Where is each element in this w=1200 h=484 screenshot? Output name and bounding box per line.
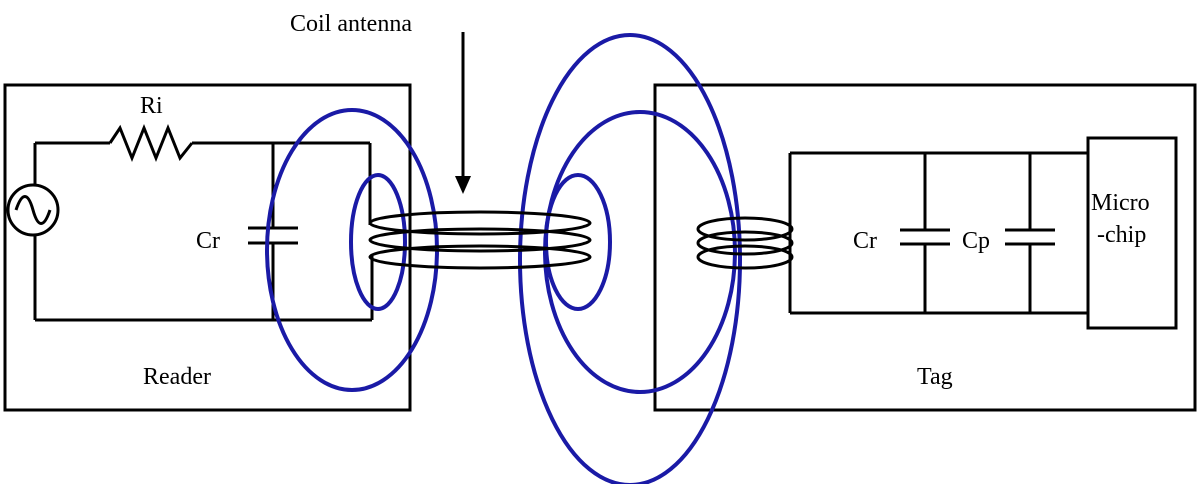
tag-box <box>653 83 1197 412</box>
tag-cp-label: Cp <box>962 228 990 254</box>
coil-antenna-arrow-icon <box>455 32 471 194</box>
resistor-label: Ri <box>140 93 163 119</box>
tag-coil-antenna <box>696 216 794 270</box>
coil-antenna-label: Coil antenna <box>290 11 412 37</box>
microchip-label-line1: Micro <box>1091 190 1150 216</box>
microchip-label-line2: -chip <box>1097 222 1146 248</box>
reader-capacitor-label: Cr <box>196 228 220 254</box>
reader-label: Reader <box>143 364 211 390</box>
reader-circuit <box>33 123 374 322</box>
field-lines <box>265 33 742 484</box>
tag-label: Tag <box>917 364 953 390</box>
resistor-ri <box>108 123 194 163</box>
ac-source-icon <box>6 183 60 237</box>
tag-cr-label: Cr <box>853 228 877 254</box>
reader-coil-antenna <box>368 210 592 270</box>
microchip-box <box>1086 136 1178 330</box>
